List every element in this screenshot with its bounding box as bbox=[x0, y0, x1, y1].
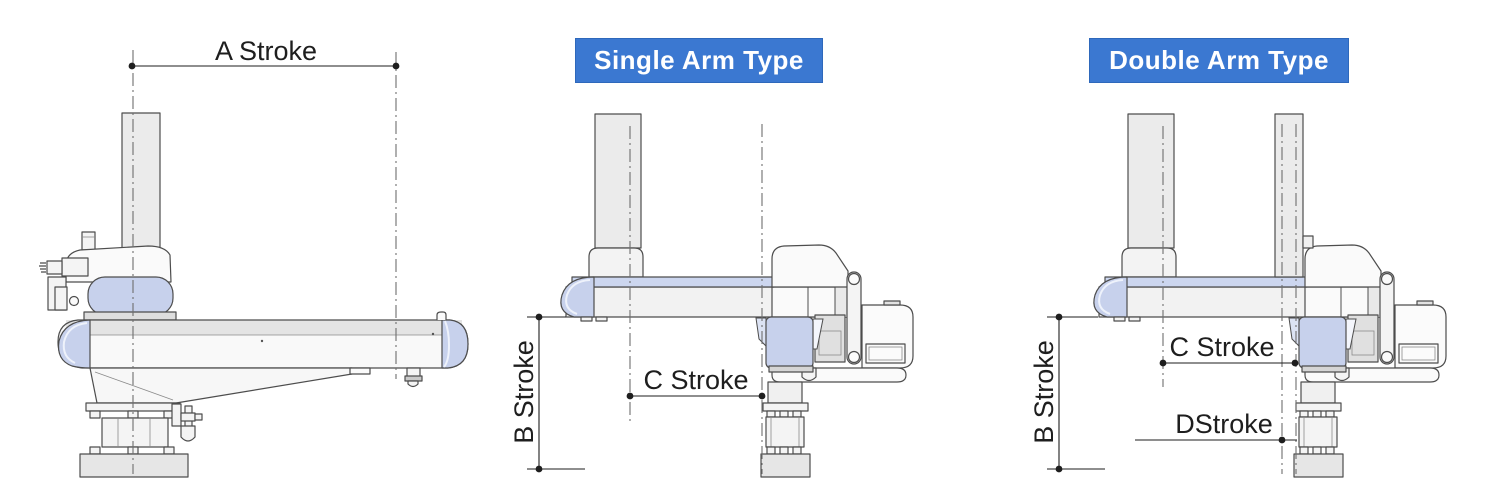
pedestal-column bbox=[101, 417, 169, 448]
side-view-robot bbox=[39, 112, 177, 321]
single-arm-column bbox=[588, 113, 644, 278]
double-arm-dimensions: B Stroke C Stroke DStroke bbox=[1029, 124, 1299, 474]
dimension-b-stroke: B Stroke bbox=[509, 313, 585, 473]
dimension-c-stroke: C Stroke bbox=[626, 365, 766, 400]
c-stroke-label: C Stroke bbox=[1169, 332, 1274, 362]
air-regulator bbox=[171, 403, 203, 442]
banner-double-arm-type: Double Arm Type bbox=[1089, 38, 1349, 83]
top-fitting bbox=[81, 231, 96, 251]
d-stroke-label: DStroke bbox=[1175, 409, 1273, 439]
dimension-b-stroke: B Stroke bbox=[1029, 313, 1105, 473]
vertical-column bbox=[121, 112, 161, 254]
air-fitting bbox=[404, 367, 423, 388]
single-arm-dimensions: B Stroke C Stroke bbox=[509, 124, 766, 474]
a-stroke-label: A Stroke bbox=[215, 36, 317, 66]
dimension-a-stroke: A Stroke bbox=[128, 36, 400, 474]
side-view-arm bbox=[57, 311, 469, 404]
single-arm-figure: B Stroke C Stroke bbox=[509, 113, 914, 478]
single-arm-assembly bbox=[559, 244, 914, 478]
b-stroke-label: B Stroke bbox=[509, 340, 539, 444]
side-view-figure: A Stroke bbox=[39, 36, 469, 478]
b-stroke-label: B Stroke bbox=[1029, 340, 1059, 444]
double-arm-column bbox=[1121, 113, 1177, 278]
dimension-c-stroke: C Stroke bbox=[1159, 332, 1299, 367]
arm-neck bbox=[89, 367, 353, 404]
banner-single-arm-type: Single Arm Type bbox=[575, 38, 823, 83]
motor-connector bbox=[61, 257, 89, 277]
second-arm-column bbox=[1274, 113, 1304, 278]
double-arm-figure: B Stroke C Stroke DStroke bbox=[1029, 113, 1447, 478]
dimension-d-stroke: DStroke bbox=[1135, 409, 1297, 444]
arm-right-cap bbox=[441, 319, 469, 369]
side-view-pedestal bbox=[79, 402, 203, 478]
side-port bbox=[68, 295, 80, 307]
head-blue-housing bbox=[87, 276, 174, 316]
c-stroke-label: C Stroke bbox=[643, 365, 748, 395]
base-block bbox=[79, 453, 189, 478]
